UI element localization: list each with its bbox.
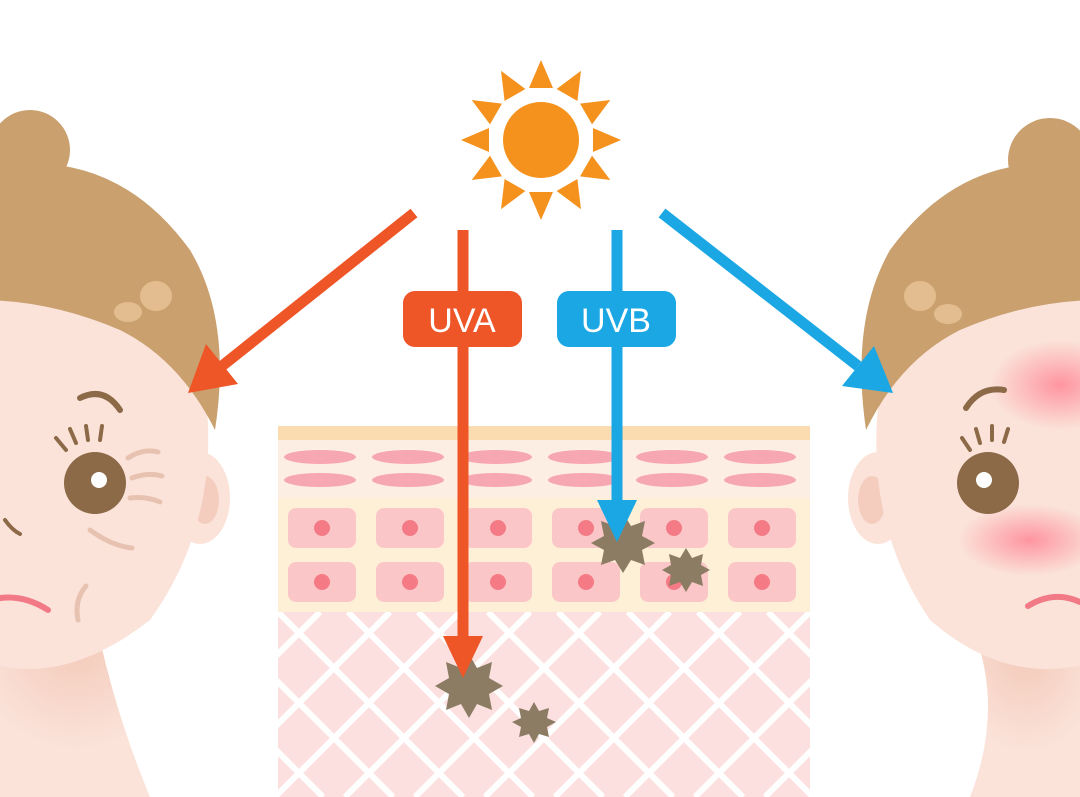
skin-layers-icon <box>278 426 810 797</box>
uva-label-text: UVA <box>428 302 496 340</box>
uva-arrow-to-face <box>188 208 418 393</box>
uvb-arrow-to-face <box>658 208 893 393</box>
uvb-label-text: UVB <box>581 302 651 340</box>
uvb-arrow-to-epidermis <box>597 230 637 542</box>
stratum-cells <box>284 450 796 487</box>
uvb-label: UVB <box>557 291 676 347</box>
dark-spot-icon <box>435 513 710 743</box>
dermis-fibers <box>278 612 810 797</box>
uva-label: UVA <box>403 291 522 347</box>
cell-nuclei <box>314 520 770 590</box>
sunburn-face-icon <box>848 118 1080 797</box>
sun-icon <box>461 60 621 220</box>
aging-face-icon <box>0 110 230 797</box>
